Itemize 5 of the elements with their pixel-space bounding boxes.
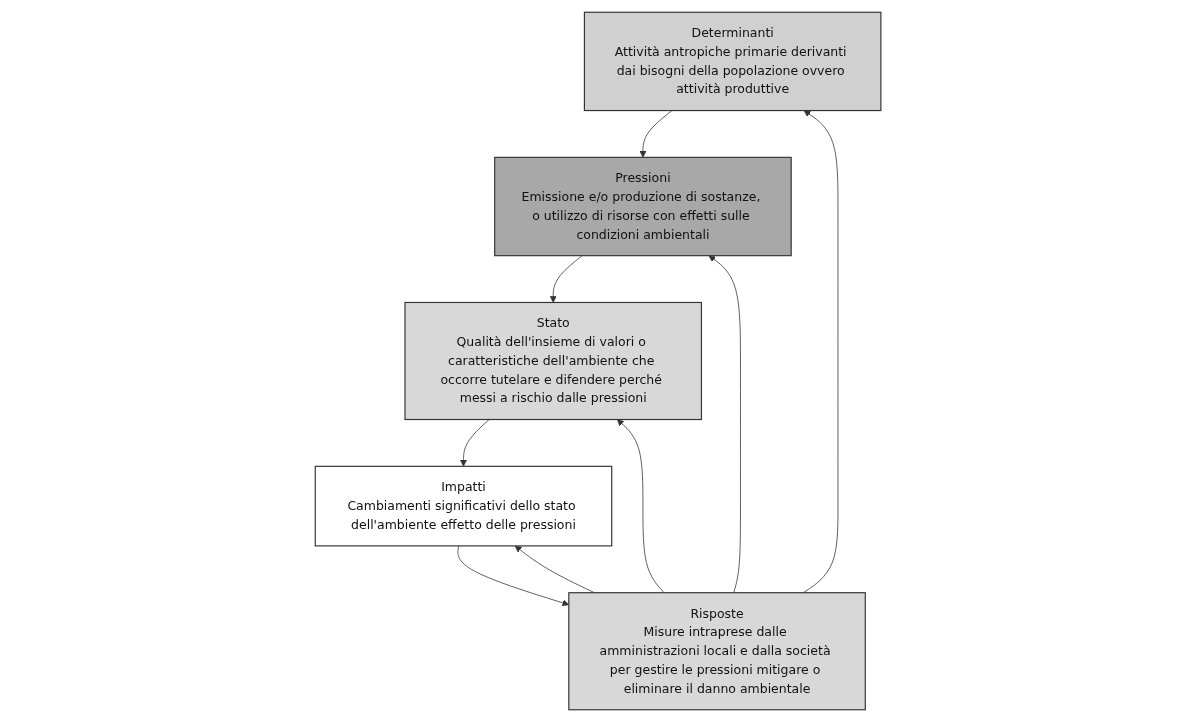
node-box: Risposte Misure intraprese dalle amministrazioni locali e dalla società per gestire le pressioni mitigare o eliminare il danno ambientale — [568, 592, 866, 711]
node-box: Impatti Cambiamenti significativi dello stato dell'ambiente effetto delle pressioni — [314, 465, 613, 547]
node-box: Determinanti Attività antropiche primarie derivanti dai bisogni della popolazione ovvero attività produttive — [583, 11, 882, 112]
node-box: Pressioni Emissione e/o produzione di sostanze, o utilizzo di risorse con effetti sulle condizioni ambientali — [494, 156, 792, 257]
node-box: Stato Qualità dell'insieme di valori o caratteristiche dell'ambiente che occorre tutelare e difendere perché messi a rischio dalle pressioni — [404, 301, 702, 421]
